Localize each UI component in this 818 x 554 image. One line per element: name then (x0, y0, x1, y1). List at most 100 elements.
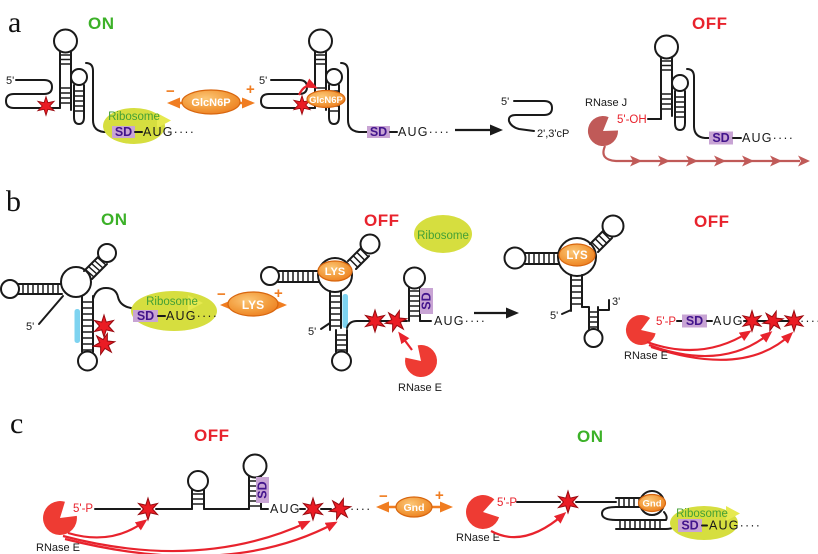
panel-a-label: a (8, 6, 21, 39)
plus-sign: + (274, 285, 283, 302)
left-hairpin-loop (503, 246, 527, 270)
translation-arrow-icon (726, 506, 740, 521)
gnd-on-structure: 5'-P RNase E Gnd Ribosome SD AUG···· (456, 490, 761, 544)
panel-a: a ON OFF 5' Ribosome SD AUG···· − + GlcN… (4, 6, 810, 167)
sd-label: SD (420, 292, 434, 309)
degradation-arrowheads (630, 155, 810, 167)
central-loop (60, 266, 92, 298)
lys-bound-label: LYS (566, 250, 588, 262)
panel-a-off-label: OFF (692, 14, 728, 33)
dots-label: ···· (800, 314, 818, 328)
minus-sign: − (166, 83, 175, 100)
five-prime-tail (38, 295, 64, 325)
glcn6p-bound-label: GlcN6P (309, 95, 343, 106)
bottom-hairpin-loop (331, 350, 352, 372)
aug-label: AUG···· (709, 519, 761, 533)
bottom-hairpin-loop (77, 350, 98, 372)
left-hairpin-rungs (22, 284, 59, 294)
glcn6p-switch: − + GlcN6P (166, 81, 255, 115)
lower-stem-rungs (571, 279, 582, 305)
sd-label: SD (370, 125, 387, 139)
gnd-bound-ligand (637, 493, 667, 513)
rnase-e-arc-1 (67, 519, 148, 539)
bottom-hairpin-stem (335, 329, 348, 353)
panel-c-off-label: OFF (194, 426, 230, 445)
bottom-hairpin-rungs (336, 334, 347, 351)
lys-bound-ligand (558, 243, 596, 267)
sequestered-rungs (330, 295, 341, 327)
aug-label: AUG (270, 502, 301, 516)
rnase-e-label: RNase E (398, 382, 442, 394)
minus-sign: − (379, 488, 388, 505)
panel-b: b ON OFF OFF 5' Ribosome SD AUG···· − + … (0, 185, 818, 394)
sd-box (678, 519, 702, 532)
branch-loop (583, 328, 604, 348)
rnase-e-label: RNase E (624, 350, 668, 362)
minus-sign: − (217, 286, 226, 303)
left-hairpin-loop (260, 266, 280, 286)
lys-bound-structure: Ribosome LYS 5' SD AUG···· RNase E (260, 215, 486, 394)
anti-sd-cyan-bar (74, 309, 80, 343)
diagonal-hairpin-rungs (349, 248, 370, 269)
glcn6p-label: GlcN6P (191, 97, 230, 109)
fragment-line (507, 100, 554, 132)
sd-hairpin-rungs (409, 290, 420, 317)
plus-sign: + (246, 81, 255, 98)
free-ribosome-blob (414, 215, 472, 253)
rnase-e-arc-3 (650, 331, 794, 361)
aug-label: AUG···· (143, 125, 195, 139)
gnd-switch: − + Gnd (376, 487, 453, 518)
cleaved-fragment: 5' 2',3'cP (501, 96, 569, 140)
five-prime-label: 5' (308, 326, 316, 338)
cleavage-star-2 (302, 497, 324, 521)
branch-rungs (589, 311, 598, 328)
cleavage-star (557, 490, 579, 514)
sd-box (112, 126, 135, 138)
lys-on-structure: 5' Ribosome SD AUG···· (0, 243, 217, 372)
panel-b-off-mid-label: OFF (364, 211, 400, 230)
left-hairpin-loop (0, 279, 20, 299)
linker-line (346, 320, 408, 329)
panel-b-off-right-label: OFF (694, 212, 730, 231)
hairpin-loop (654, 34, 679, 60)
left-hairpin-rungs (528, 253, 555, 264)
upper-helix-rungs (618, 498, 640, 507)
hairpin2-loop (242, 453, 268, 479)
lys-bound-ligand (317, 260, 353, 282)
outer-strand-to-sd (686, 68, 710, 139)
glcn6p-ligand (181, 89, 241, 115)
outer-strand-to-sd (85, 62, 113, 133)
degradation-path (602, 145, 800, 163)
ribosome-label: Ribosome (108, 111, 160, 123)
panel-b-label: b (6, 185, 21, 218)
diagonal-hairpin-rungs (591, 231, 612, 252)
glcn6p-bound-ligand (306, 89, 346, 109)
five-prime-label: 5' (26, 321, 34, 333)
sd-label: SD (137, 309, 154, 323)
sequestered-stem (329, 290, 342, 331)
rnase-j-pacman-icon (582, 111, 622, 152)
translation-arrow-icon (188, 295, 203, 311)
glms-bound-structure: 5' GlcN6P SD AUG···· (259, 28, 450, 139)
rnase-e-arc (490, 512, 567, 539)
hairpin-loop (53, 28, 78, 54)
nested-hairpin-loop (671, 74, 689, 92)
lys-bound-label: LYS (325, 266, 345, 278)
aug-label: AUG···· (398, 125, 450, 139)
dots-label: ···· (350, 502, 371, 516)
gnd-label: Gnd (404, 502, 425, 514)
sd-box (682, 314, 707, 328)
sd-box (367, 126, 390, 138)
aug-label: AUG···· (434, 314, 486, 328)
lys-label: LYS (242, 298, 264, 312)
diagonal-hairpin-loop (359, 233, 381, 255)
main-stem (59, 51, 72, 111)
aug-label: AUG···· (742, 131, 794, 145)
strand-to-sd (92, 286, 134, 310)
nested-hairpin-loop (70, 68, 88, 86)
sd-hairpin-loop (403, 266, 426, 290)
five-prime-tail (320, 322, 331, 330)
sd-box-vertical (256, 477, 269, 503)
rnase-e-arc-1 (646, 330, 752, 352)
